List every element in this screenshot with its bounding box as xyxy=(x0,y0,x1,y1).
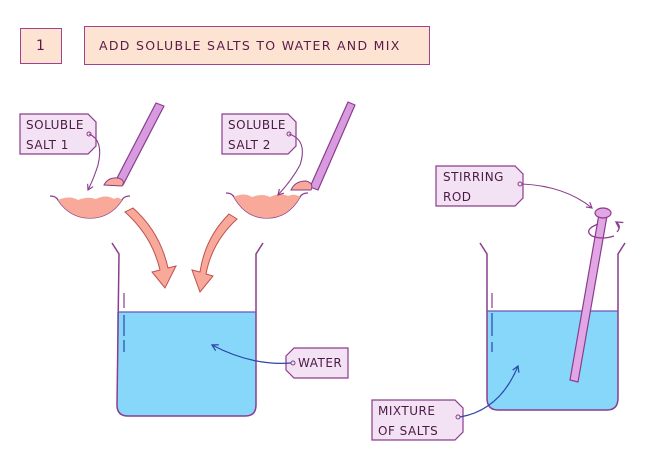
tag-water xyxy=(285,347,349,379)
water-left xyxy=(117,312,256,416)
label-water: WATER xyxy=(298,353,342,373)
label-line: ROD xyxy=(443,190,472,204)
label-line: STIRRING xyxy=(443,170,504,184)
step-title-banner: ADD SOLUBLE SALTS TO WATER AND MIX xyxy=(84,26,430,65)
label-soluble-salt-2: SOLUBLE SALT 2 xyxy=(228,115,286,155)
label-line: MIXTURE xyxy=(378,404,436,418)
pour-arrow-left xyxy=(124,207,177,289)
beaker-left xyxy=(111,242,264,417)
tag-salt2 xyxy=(221,113,297,155)
label-line: SOLUBLE xyxy=(26,118,84,132)
rotation-arrow-icon xyxy=(587,223,615,239)
tag-salt1 xyxy=(19,113,97,155)
spatula-left xyxy=(103,102,165,187)
spatula-right xyxy=(290,101,356,191)
label-line: SOLUBLE xyxy=(228,118,286,132)
label-soluble-salt-1: SOLUBLE SALT 1 xyxy=(26,115,84,155)
tag-stirring-rod xyxy=(435,165,524,207)
beaker-right xyxy=(479,242,626,411)
step-number-badge: 1 xyxy=(20,28,62,64)
step-title: ADD SOLUBLE SALTS TO WATER AND MIX xyxy=(99,38,401,53)
label-line: WATER xyxy=(298,356,343,370)
stirring-rod xyxy=(569,207,624,383)
label-stirring-rod: STIRRING ROD xyxy=(443,167,504,207)
tag-mixture xyxy=(371,399,464,441)
label-line: SALT 2 xyxy=(228,138,271,152)
label-line: OF SALTS xyxy=(378,424,439,438)
water-right xyxy=(487,311,618,410)
bowl-left xyxy=(49,195,131,219)
label-line: SALT 1 xyxy=(26,138,69,152)
label-mixture-of-salts: MIXTURE OF SALTS xyxy=(378,401,438,441)
step-number: 1 xyxy=(36,38,46,54)
pour-arrow-right xyxy=(191,213,238,294)
bowl-right xyxy=(225,192,309,219)
